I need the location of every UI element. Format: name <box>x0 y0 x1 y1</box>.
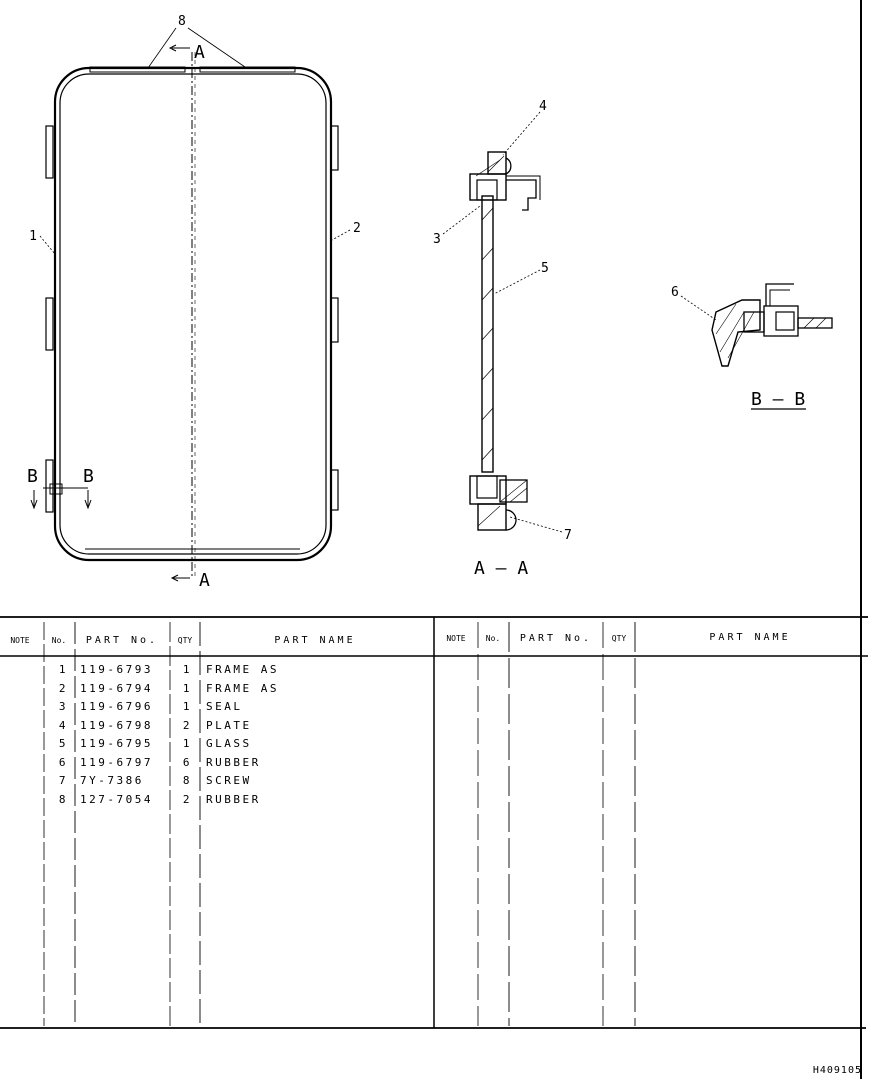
table-row: 1 119-6793 1 FRAME AS <box>59 663 279 676</box>
callout-8: 8 <box>178 14 186 29</box>
callout-7: 7 <box>564 528 572 543</box>
section-marker-a-top: A <box>194 42 205 63</box>
section-caption-b-b: B – B <box>751 389 805 410</box>
callout-4: 4 <box>539 99 547 114</box>
row-part-no: 127-7054 <box>80 793 153 806</box>
row-part-name: FRAME AS <box>206 663 279 676</box>
row-no: 4 <box>59 719 68 732</box>
parts-table: NOTE No. PART No. QTY PART NAME NOTE No.… <box>0 616 868 1029</box>
header-qty-left: QTY <box>178 636 193 645</box>
table-row: 4 119-6798 2 PLATE <box>59 719 252 732</box>
section-caption-a-a: A – A <box>474 558 528 579</box>
row-no: 2 <box>59 682 68 695</box>
header-note-right: NOTE <box>446 634 465 643</box>
section-a-a-view <box>442 111 563 533</box>
row-part-name: PLATE <box>206 719 252 732</box>
row-part-no: 119-6798 <box>80 719 153 732</box>
header-no-left: No. <box>52 636 66 645</box>
row-part-name: SCREW <box>206 774 252 787</box>
table-row: 2 119-6794 1 FRAME AS <box>59 682 279 695</box>
row-qty: 1 <box>183 700 192 713</box>
section-marker-a-bottom: A <box>199 570 210 591</box>
row-no: 6 <box>59 756 68 769</box>
header-part-name-right: PART NAME <box>709 632 790 643</box>
row-qty: 6 <box>183 756 192 769</box>
header-note-left: NOTE <box>10 636 29 645</box>
row-qty: 2 <box>183 719 192 732</box>
document-code: H409105 <box>813 1065 862 1076</box>
row-part-no: 119-6796 <box>80 700 153 713</box>
row-qty: 1 <box>183 737 192 750</box>
row-part-name: GLASS <box>206 737 252 750</box>
row-qty: 8 <box>183 774 192 787</box>
callout-1: 1 <box>29 229 37 244</box>
row-part-name: RUBBER <box>206 793 261 806</box>
front-view <box>30 27 351 582</box>
header-part-no-right: PART No. <box>520 633 592 644</box>
row-part-no: 119-6795 <box>80 737 153 750</box>
callout-3: 3 <box>433 232 441 247</box>
row-qty: 1 <box>183 663 192 676</box>
table-row: 3 119-6796 1 SEAL <box>59 700 243 713</box>
section-marker-b-right: B <box>83 466 94 487</box>
row-part-no: 119-6797 <box>80 756 153 769</box>
section-marker-b-left: B <box>27 466 38 487</box>
row-part-name: SEAL <box>206 700 243 713</box>
row-part-no: 119-6794 <box>80 682 153 695</box>
callout-5: 5 <box>541 261 549 276</box>
header-no-right: No. <box>486 634 500 643</box>
table-row: 7 7Y-7386 8 SCREW <box>59 774 252 787</box>
header-part-name-left: PART NAME <box>274 635 355 646</box>
row-no: 7 <box>59 774 68 787</box>
section-b-b-view <box>680 283 833 410</box>
row-part-no: 7Y-7386 <box>80 774 144 787</box>
row-part-name: RUBBER <box>206 756 261 769</box>
row-no: 5 <box>59 737 68 750</box>
row-no: 3 <box>59 700 68 713</box>
row-part-no: 119-6793 <box>80 663 153 676</box>
table-row: 8 127-7054 2 RUBBER <box>59 793 261 806</box>
callout-6: 6 <box>671 285 679 300</box>
row-part-name: FRAME AS <box>206 682 279 695</box>
row-qty: 1 <box>183 682 192 695</box>
table-row: 5 119-6795 1 GLASS <box>59 737 252 750</box>
row-no: 1 <box>59 663 68 676</box>
row-qty: 2 <box>183 793 192 806</box>
callout-2: 2 <box>353 221 361 236</box>
header-qty-right: QTY <box>612 634 627 643</box>
table-row: 6 119-6797 6 RUBBER <box>59 756 261 769</box>
row-no: 8 <box>59 793 68 806</box>
header-part-no-left: PART No. <box>86 635 158 646</box>
